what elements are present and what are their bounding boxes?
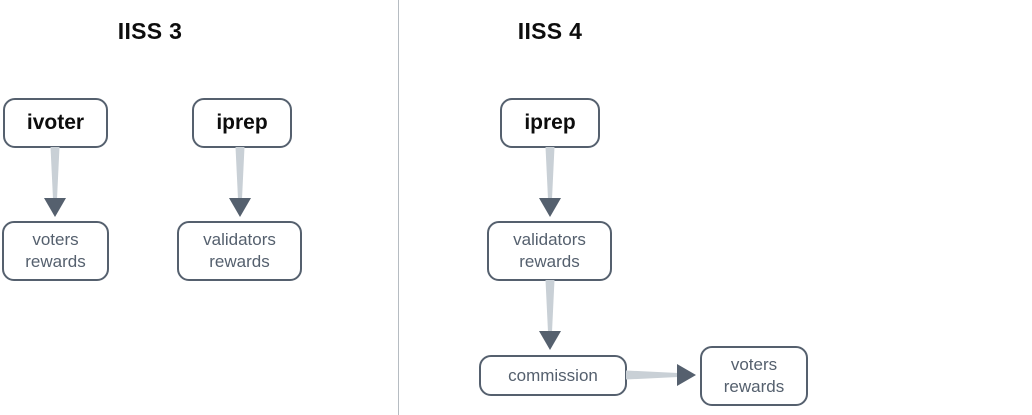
arrow-iiss4-validators-rewards-to-commission <box>535 280 565 356</box>
node-label: iprep <box>524 110 576 134</box>
arrow-iiss4-commission-to-voters-rewards <box>626 360 702 390</box>
node-iiss4-voters-rewards[interactable]: voters rewards <box>700 346 808 406</box>
node-iiss3-iprep[interactable]: iprep <box>192 98 292 148</box>
panel-divider <box>398 0 399 415</box>
arrow-iiss3-iprep-to-validators-rewards <box>225 147 255 223</box>
node-iiss4-iprep[interactable]: iprep <box>500 98 600 148</box>
node-label: voters rewards <box>25 230 86 271</box>
node-label: validators rewards <box>513 230 586 271</box>
node-iiss4-commission[interactable]: commission <box>479 355 627 396</box>
node-label: ivoter <box>26 110 85 134</box>
node-iiss3-voters-rewards[interactable]: voters rewards <box>2 221 109 281</box>
node-iiss3-validators-rewards[interactable]: validators rewards <box>177 221 302 281</box>
panel-title-iiss4: IISS 4 <box>517 18 583 44</box>
arrow-iiss3-ivoter-to-voters-rewards <box>40 147 70 223</box>
node-label: validators rewards <box>203 230 276 271</box>
node-label: voters rewards <box>723 355 785 396</box>
panel-title-iiss3: IISS 3 <box>117 18 183 44</box>
node-label: commission <box>508 365 598 385</box>
node-iiss4-validators-rewards[interactable]: validators rewards <box>487 221 612 281</box>
arrow-iiss4-iprep-to-validators-rewards <box>535 147 565 223</box>
node-label: iprep <box>216 110 268 134</box>
node-iiss3-ivoter[interactable]: ivoter <box>3 98 108 148</box>
